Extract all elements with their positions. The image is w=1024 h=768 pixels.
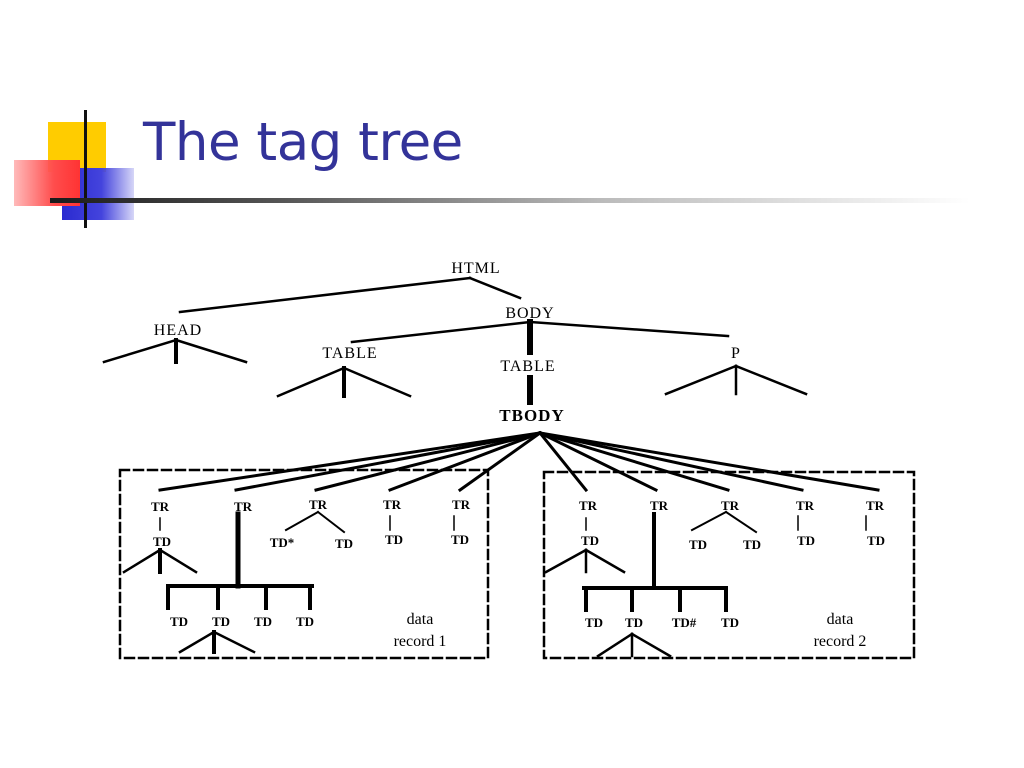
rec1-td-row-1: TD — [170, 614, 188, 629]
rec2-tr-2: TR — [650, 498, 669, 513]
rec2-td-row-2: TD — [625, 615, 643, 630]
rec2-td-4: TD — [797, 533, 815, 548]
rec1-td-4: TD — [385, 532, 403, 547]
rec1-caption-line2: record 1 — [394, 633, 447, 650]
rec1-tr-2: TR — [234, 499, 253, 514]
rec1-tr-5: TR — [452, 497, 471, 512]
rec2-tr-1: TR — [579, 498, 598, 513]
rec1-td-star: TD* — [270, 535, 295, 550]
node-head: HEAD — [154, 322, 202, 339]
title-underline — [50, 198, 970, 203]
node-tbody: TBODY — [499, 406, 564, 425]
rec2-td-row-3: TD# — [672, 615, 697, 630]
rec1-caption-line1: data — [407, 611, 434, 628]
rec2-td-1: TD — [581, 533, 599, 548]
rec1-td-1: TD — [153, 534, 171, 549]
rec1-td-row-2: TD — [212, 614, 230, 629]
rec2-td-row-1: TD — [585, 615, 603, 630]
rec2-tr-3: TR — [721, 498, 740, 513]
rec2-td-3b: TD — [743, 537, 761, 552]
node-table-center: TABLE — [500, 358, 555, 375]
rec2-tr-5: TR — [866, 498, 885, 513]
rec1-td-3b: TD — [335, 536, 353, 551]
node-p: P — [731, 345, 741, 362]
node-table-left: TABLE — [322, 345, 377, 362]
rec1-tr-4: TR — [383, 497, 402, 512]
node-html: HTML — [451, 260, 500, 277]
decor-vertical-line — [84, 110, 87, 228]
rec1-td-row-4: TD — [296, 614, 314, 629]
rec1-td-row-3: TD — [254, 614, 272, 629]
rec1-tr-1: TR — [151, 499, 170, 514]
rec2-td-3a: TD — [689, 537, 707, 552]
rec2-caption-line2: record 2 — [814, 633, 867, 650]
rec2-tr-4: TR — [796, 498, 815, 513]
rec1-tr-3: TR — [309, 497, 328, 512]
page-title: The tag tree — [143, 112, 463, 173]
rec2-td-row-4: TD — [721, 615, 739, 630]
node-body: BODY — [505, 305, 554, 322]
rec1-td-5: TD — [451, 532, 469, 547]
rec2-caption-line1: data — [827, 611, 854, 628]
rec2-td-5: TD — [867, 533, 885, 548]
